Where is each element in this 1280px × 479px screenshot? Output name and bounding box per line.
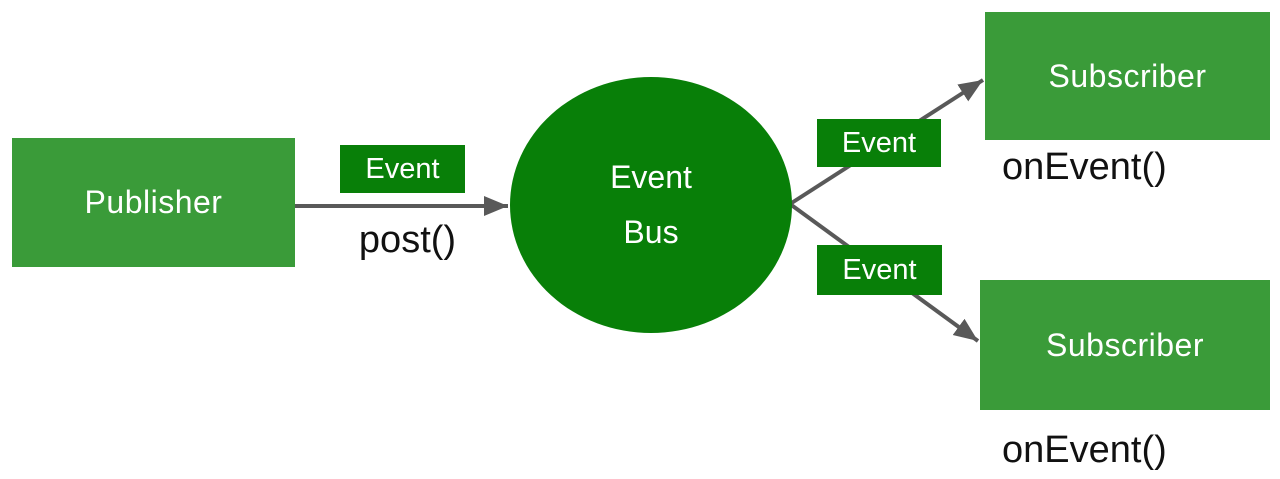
post-method-annotation: post() <box>358 219 457 261</box>
event-tag-deliver-bottom: Event <box>817 245 942 295</box>
subscriber-top-label: Subscriber <box>1048 57 1207 94</box>
onevent-top-annotation: onEvent() <box>1002 146 1167 188</box>
event-tag-publish: Event <box>340 145 465 193</box>
event-tag-deliver-top-label: Event <box>841 126 917 159</box>
event-tag-deliver-top: Event <box>817 119 941 167</box>
event-tag-publish-label: Event <box>365 152 440 185</box>
event-bus-label-line2: Bus <box>623 214 679 250</box>
publisher-node: Publisher <box>12 138 295 267</box>
subscriber-bottom-label: Subscriber <box>1046 326 1204 363</box>
subscriber-top-node: Subscriber <box>985 12 1270 140</box>
event-bus-node: Event Bus <box>510 77 792 333</box>
publisher-label: Publisher <box>84 184 223 220</box>
subscriber-bottom-node: Subscriber <box>980 280 1270 410</box>
event-tag-deliver-bottom-label: Event <box>842 253 917 286</box>
onevent-bottom-annotation: onEvent() <box>1002 429 1167 471</box>
event-bus-label-line1: Event <box>610 159 692 195</box>
